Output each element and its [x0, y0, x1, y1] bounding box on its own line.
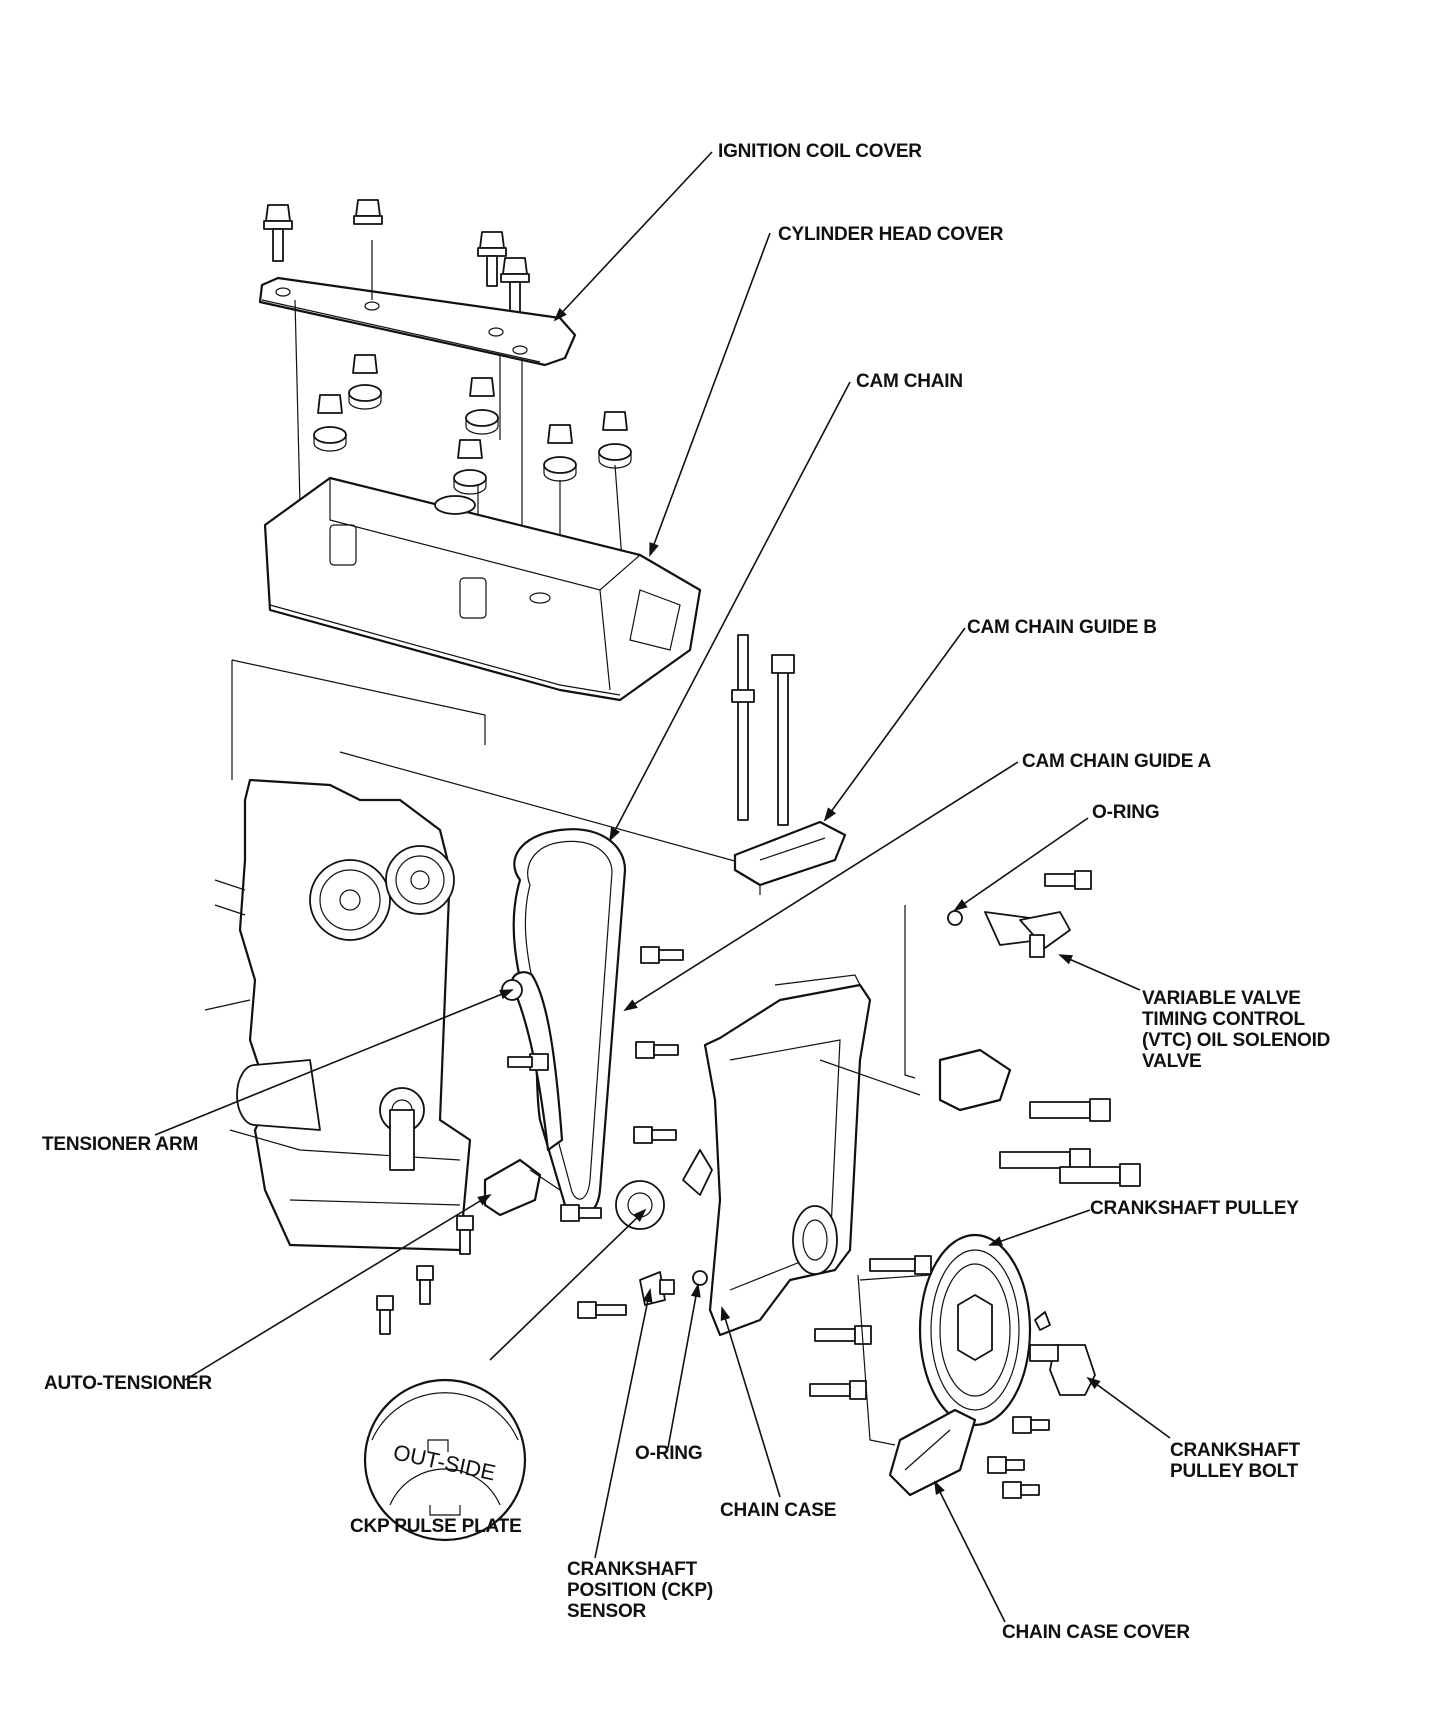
ignition-coil-cover-bolts [263, 199, 530, 313]
label-chain-case-cover: CHAIN CASE COVER [1002, 1622, 1190, 1643]
head-cover-nuts [313, 354, 632, 495]
label-vtc-oil-solenoid-valve: VARIABLE VALVE TIMING CONTROL (VTC) OIL … [1142, 988, 1331, 1072]
vtc-alignment-lines [819, 905, 921, 1096]
leader-lines [154, 151, 1171, 1623]
cam-chain-guide-bolts [507, 946, 684, 1144]
ckp-pulse-plate-detail: OUT-SIDE [363, 1378, 527, 1542]
cam-chain-guide-b [731, 634, 847, 887]
ignition-coil-cover [258, 276, 577, 367]
label-ckp-sensor: CRANKSHAFT POSITION (CKP) SENSOR [567, 1559, 714, 1622]
label-crankshaft-pulley-bolt: CRANKSHAFT PULLEY BOLT [1170, 1440, 1300, 1482]
label-ignition-coil-cover: IGNITION COIL COVER [718, 141, 922, 162]
label-o-ring-top: O-RING [1092, 802, 1160, 823]
cylinder-head-cover [263, 476, 702, 702]
label-cam-chain-guide-b: CAM CHAIN GUIDE B [967, 617, 1157, 638]
label-tensioner-arm: TENSIONER ARM [42, 1134, 199, 1155]
ckp-pulse-plate-small [615, 1180, 665, 1230]
chain-case [703, 974, 872, 1337]
engine-block [204, 778, 472, 1252]
crankshaft-pulley-bolt [1029, 1311, 1096, 1396]
label-cam-chain: CAM CHAIN [856, 371, 963, 392]
chain-case-cover [857, 1274, 1050, 1499]
label-cylinder-head-cover: CYLINDER HEAD COVER [778, 224, 1004, 245]
label-ckp-pulse-plate: CKP PULSE PLATE [350, 1516, 522, 1537]
ckp-sensor [639, 1270, 708, 1306]
label-o-ring-bottom: O-RING [635, 1443, 703, 1464]
label-chain-case: CHAIN CASE [720, 1500, 837, 1521]
label-auto-tensioner: AUTO-TENSIONER [44, 1373, 212, 1394]
chain-case-gasket [682, 1149, 713, 1196]
label-crankshaft-pulley: CRANKSHAFT PULLEY [1090, 1198, 1299, 1219]
vtc-solenoid-valve [938, 870, 1141, 1187]
chain-case-bolts [577, 1255, 932, 1400]
crankshaft-pulley [859, 1233, 1032, 1427]
label-cam-chain-guide-a: CAM CHAIN GUIDE A [1022, 751, 1212, 772]
